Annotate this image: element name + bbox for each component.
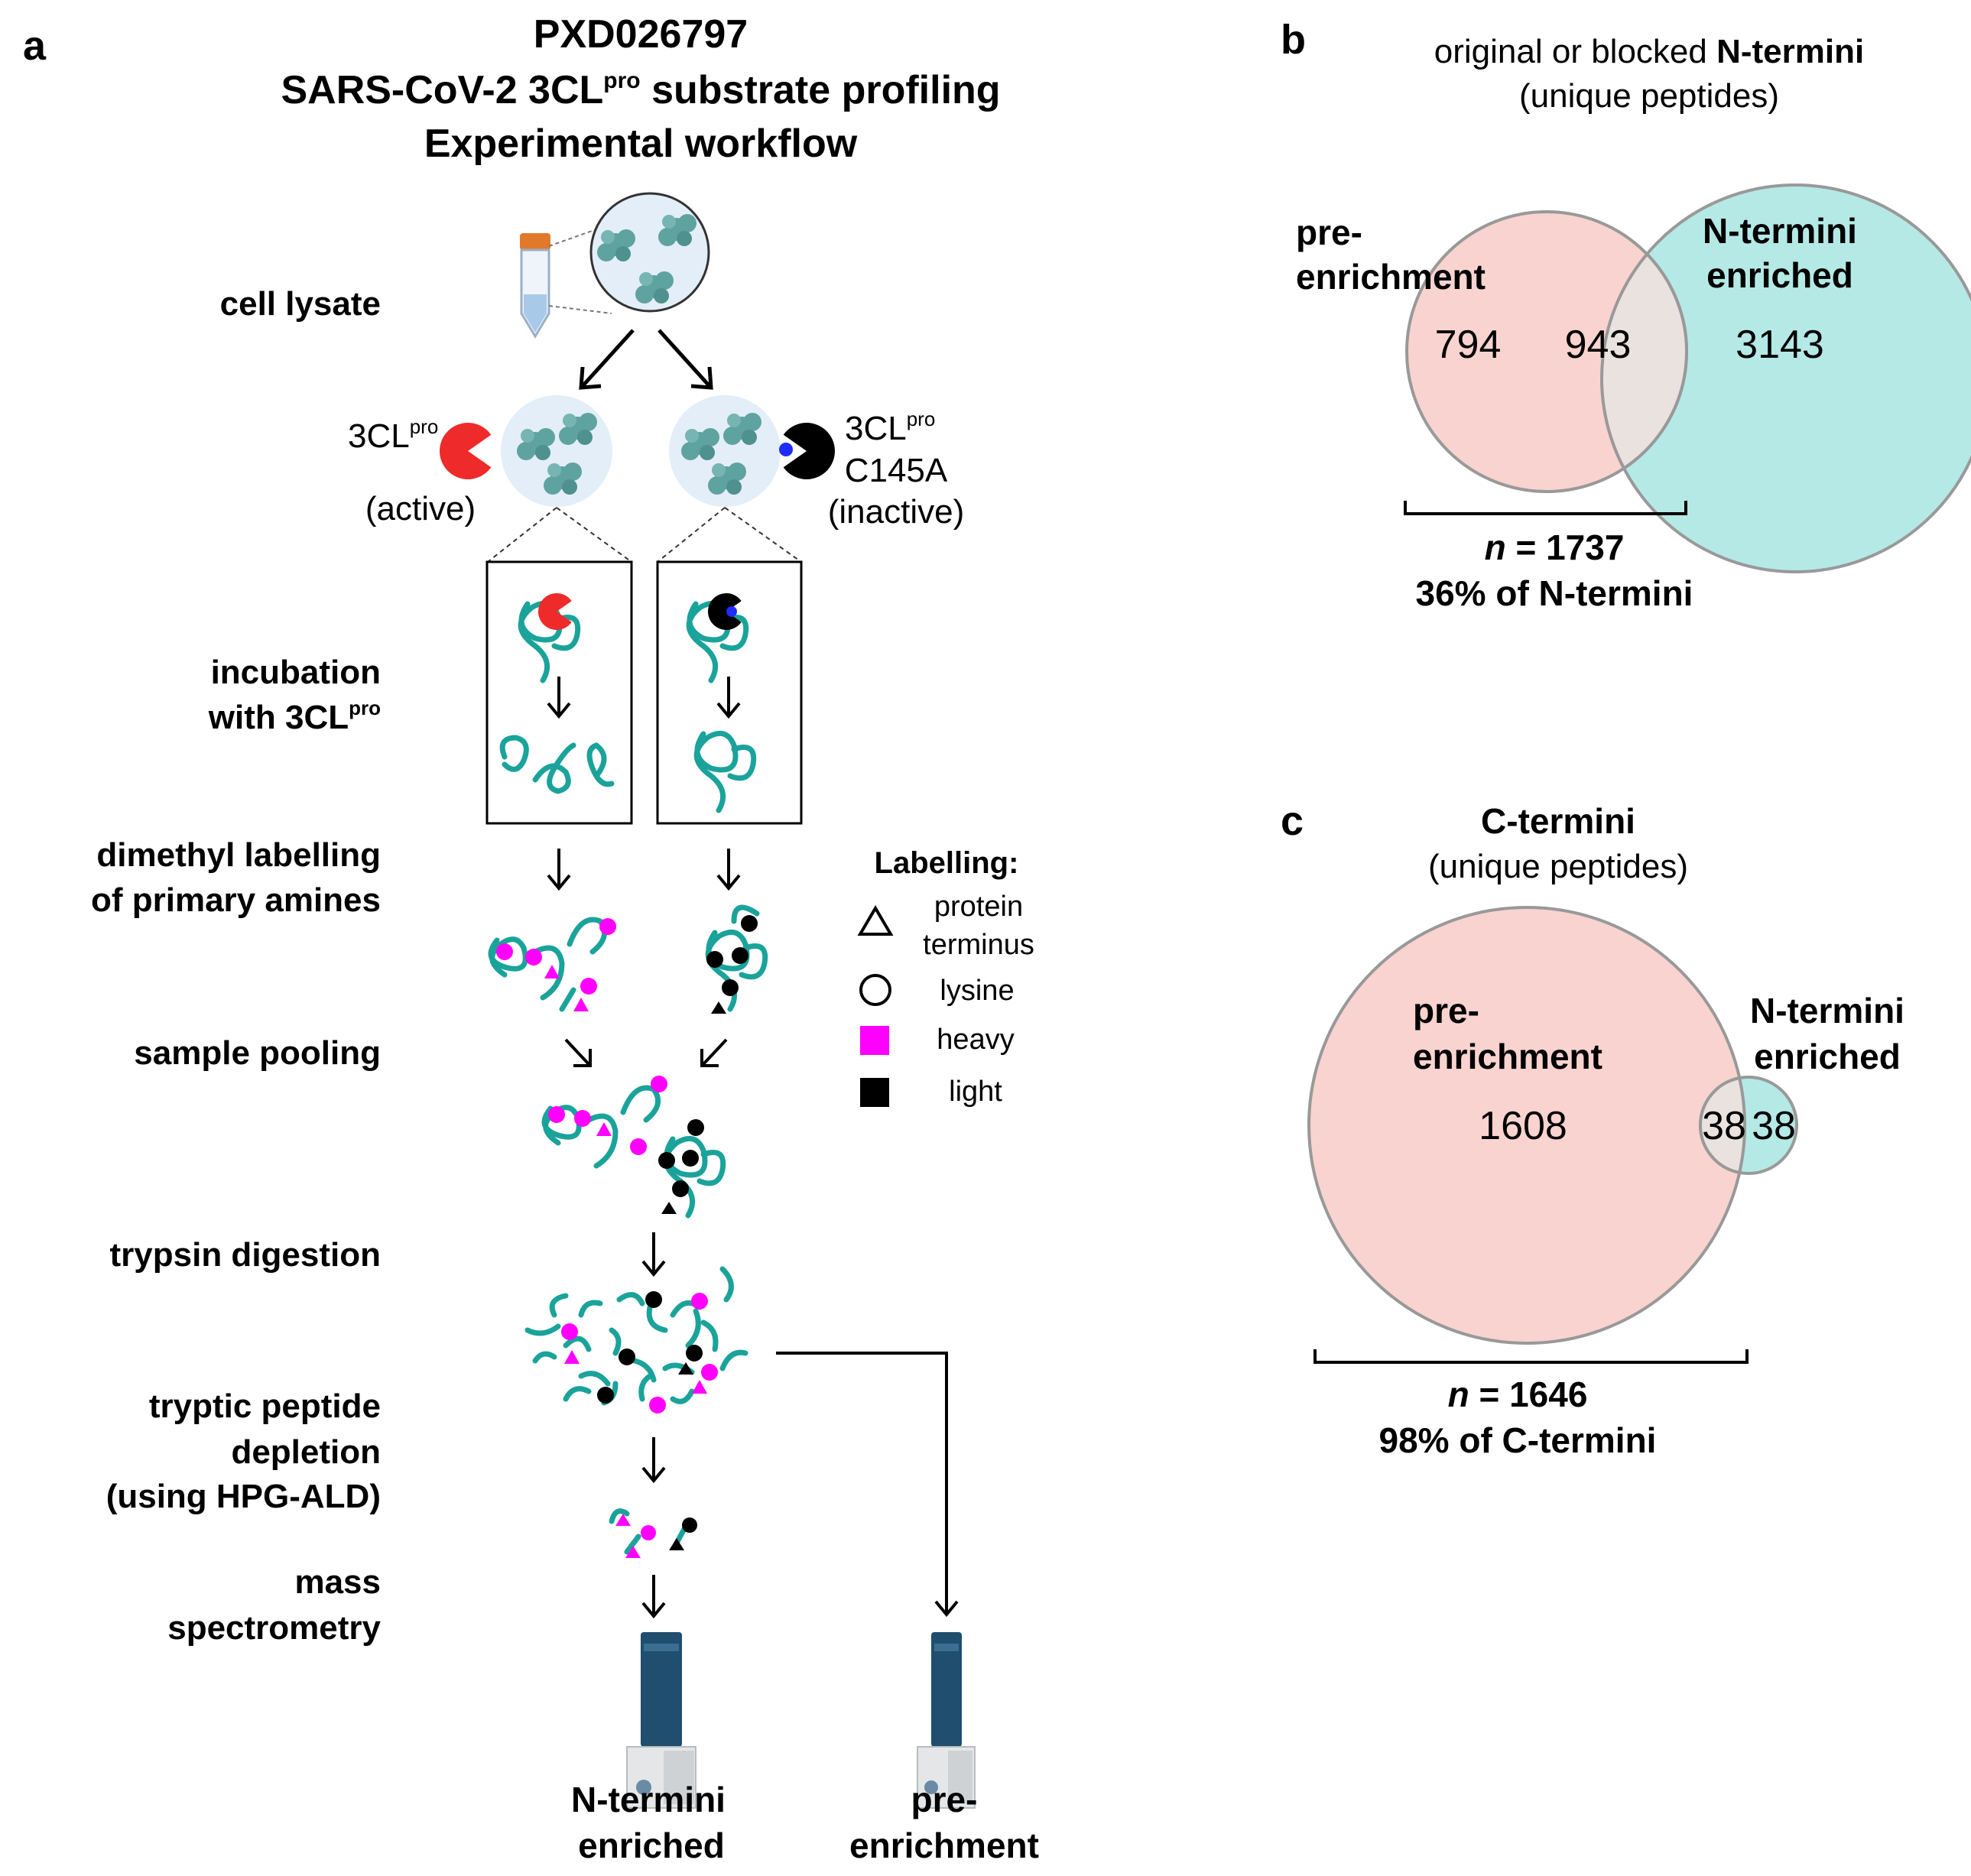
step-incubation-1: incubation [211,654,381,691]
venn-c-overlap [1699,1076,1746,1175]
lysine-icon [859,974,891,1006]
pre-enrichment-branch-arrow [776,1352,959,1618]
venn-c-percent: 98% of C-termini [1379,1420,1657,1460]
inactive-mutant-label: C145A [845,452,948,489]
step-pooling: sample pooling [134,1034,381,1072]
inactive-enzyme-label: 3CLpro C145A (inactive) [828,407,965,531]
venn-c-right-label-2: enriched [1754,1037,1901,1076]
panel-b-subtitle: (unique peptides) [1519,77,1779,115]
active-enzyme-label: 3CLpro (active) [348,415,476,527]
venn-c-overlap-count: 38 [1702,1104,1746,1148]
protein-terminus-icon [857,905,894,936]
venn-b-n: n = 1737 [1485,527,1625,567]
venn-b-left-label-1: pre- [1296,213,1362,252]
venn-c-left-label-1: pre- [1413,991,1479,1031]
light-icon [860,1078,889,1107]
mass-spectrometer-icon-pre [917,1632,976,1809]
venn-b-percent: 36% of N-termini [1416,573,1693,613]
inactive-site-icon [779,443,793,456]
inactive-lysate-circle [669,395,781,507]
step-ms-2: spectrometry [167,1609,381,1647]
panel-c: c C-termini (unique peptides) pre- enric… [1281,798,1904,1460]
step-depletion-3: (using HPG-ALD) [106,1478,381,1515]
venn-b-right-only: 3143 [1736,323,1824,367]
svg-text:3CLpro: 3CLpro [845,407,935,447]
falcon-tube-icon [520,233,550,339]
legend-protein-terminus-2: terminus [923,929,1034,961]
venn-b-left-only: 794 [1435,323,1502,367]
panel-b: b original or blocked N-termini (unique … [1281,17,1971,613]
legend-protein-terminus-1: protein [934,891,1023,923]
workflow-title-line3: Experimental workflow [424,122,858,166]
legend-light: light [949,1076,1002,1108]
labelled-peptides-heavy [488,917,616,1012]
venn-c-n: n = 1646 [1448,1375,1588,1414]
labelling-legend: Labelling: protein terminus lysine heavy… [857,846,1034,1108]
output-enriched-2: enriched [578,1826,725,1865]
lysate-magnified-circle [589,192,710,313]
active-protease-icon [440,423,492,479]
panel-b-title: original or blocked N-termini [1434,33,1864,70]
step-ms-1: mass [294,1563,381,1601]
inactive-protease-in-box-icon [708,593,742,630]
depleted-peptides [609,1508,697,1558]
venn-b-overlap-count: 943 [1565,323,1632,367]
venn-c-right-label-1: N-termini [1750,991,1904,1031]
legend-heavy: heavy [937,1024,1014,1056]
step-labels: cell lysate incubation with 3CLpro dimet… [91,285,382,1647]
step-depletion-2: depletion [231,1433,381,1471]
panel-c-subtitle: (unique peptides) [1428,848,1688,885]
step-dimethyl-2: of primary amines [91,881,381,919]
venn-b-right-label-1: N-termini [1703,211,1857,251]
labelled-peptides-light [705,904,768,1014]
venn-c-bracket [1313,1349,1749,1364]
workflow-subtitle: SARS-CoV-2 3CLpro substrate profiling [281,68,1000,112]
step-cell-lysate: cell lysate [220,285,381,323]
panel-c-title: C-termini [1481,801,1635,841]
step-dimethyl-1: dimethyl labelling [96,836,381,874]
venn-c-left-only: 1608 [1479,1104,1567,1148]
panel-c-letter: c [1281,798,1304,844]
legend-lysine: lysine [940,975,1014,1007]
step-depletion-1: tryptic peptide [149,1388,381,1425]
active-state-label: (active) [365,490,476,527]
pooled-sample [541,1076,726,1219]
venn-b-bracket [1404,501,1687,515]
active-lysate-circle [501,395,612,507]
svg-text:3CLpro: 3CLpro [348,415,438,455]
panel-a: a PXD026797 SARS-CoV-2 3CLpro substrate … [23,12,1039,1865]
output-pre-2: enrichment [849,1826,1039,1865]
incubation-box-inactive [656,560,803,825]
legend-title: Labelling: [875,846,1019,880]
dataset-id: PXD026797 [534,12,748,57]
split-arrows [579,329,713,390]
venn-c-left-label-2: enrichment [1413,1037,1602,1076]
heavy-icon [860,1026,889,1055]
incubation-box-active [485,560,633,825]
venn-b-right-label-2: enriched [1706,255,1853,295]
inactive-protease-icon [783,423,835,479]
venn-c-right-only: 38 [1752,1104,1796,1148]
venn-b-overlap [1600,252,1688,471]
output-pre-1: pre- [911,1780,978,1819]
panel-a-letter: a [23,23,47,69]
digested-peptides [524,1266,748,1406]
mass-spectrometer-icon-enriched [626,1632,697,1809]
inactive-state-label: (inactive) [828,493,965,531]
workflow-title: PXD026797 SARS-CoV-2 3CLpro substrate pr… [281,12,1000,166]
digested-labels [561,1291,718,1413]
venn-b-left-label-2: enrichment [1296,257,1486,297]
active-protease-in-box-icon [538,593,572,630]
step-trypsin: trypsin digestion [110,1236,381,1274]
step-incubation-2: with 3CLpro [208,696,381,736]
output-enriched-1: N-termini [571,1780,726,1819]
panel-b-letter: b [1281,17,1306,63]
